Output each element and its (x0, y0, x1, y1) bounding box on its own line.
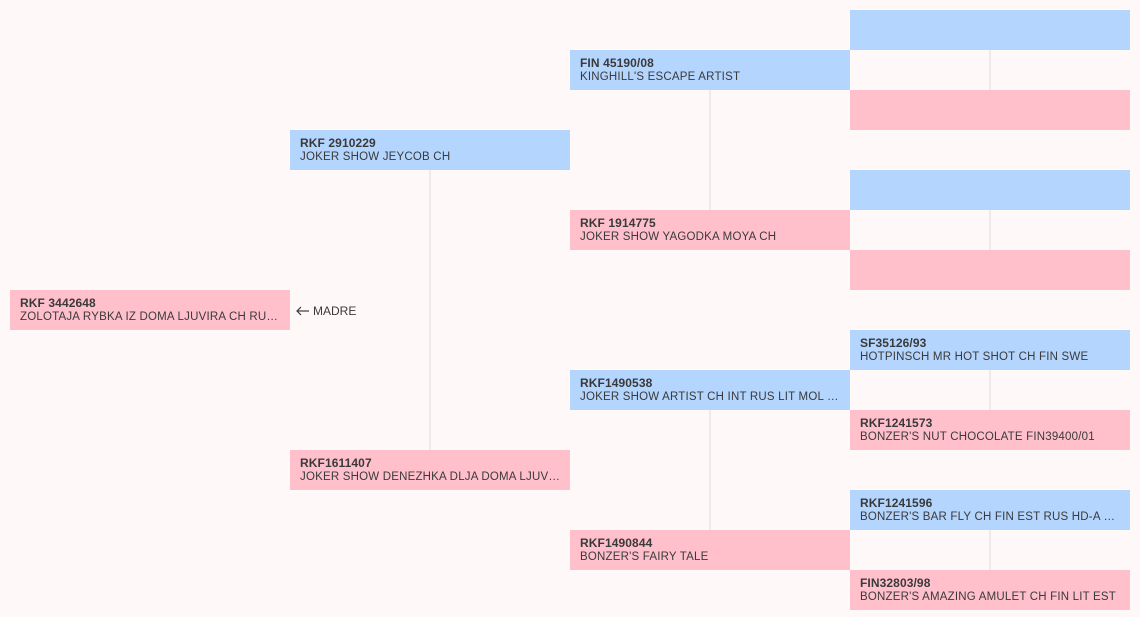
registration-number: SF35126/93 (860, 336, 927, 350)
registration-number: RKF 2910229 (300, 136, 376, 150)
dog-name: BONZER'S FAIRY TALE (580, 551, 709, 563)
role-label-text: MADRE (313, 304, 357, 318)
registration-number: RKF1490538 (580, 376, 653, 390)
dog-name: JOKER SHOW ARTIST CH INT RUS LIT MOL U..… (580, 391, 840, 403)
registration-number: RKF 3442648 (20, 296, 96, 310)
pedigree-node-sds (850, 170, 1130, 210)
role-label: MADRE (296, 304, 356, 318)
pedigree-node-sdd (850, 250, 1130, 290)
dog-name: HOTPINSCH MR HOT SHOT CH FIN SWE (860, 351, 1089, 363)
dog-name: JOKER SHOW DENEZHKA DLJA DOMA LJUVI... (300, 471, 560, 483)
registration-number: RKF1611407 (300, 456, 372, 470)
dog-name: JOKER SHOW YAGODKA MOYA CH (580, 231, 777, 243)
registration-number: RKF 1914775 (580, 216, 656, 230)
pedigree-node-ssd (850, 90, 1130, 130)
registration-number: RKF1490844 (580, 536, 653, 550)
registration-number: RKF1241573 (860, 416, 933, 430)
connector-subject-dam (290, 310, 439, 471)
registration-number: FIN 45190/08 (580, 56, 654, 70)
dog-name: BONZER'S AMAZING AMULET CH FIN LIT EST (860, 591, 1117, 603)
dog-name: BONZER'S NUT CHOCOLATE FIN39400/01 (860, 431, 1095, 443)
dog-name: JOKER SHOW JEYCOB CH (300, 151, 451, 163)
registration-number: FIN32803/98 (860, 576, 931, 590)
dog-name: KINGHILL'S ESCAPE ARTIST (580, 71, 741, 83)
pedigree-node-sss (850, 10, 1130, 50)
dog-name: BONZER'S BAR FLY CH FIN EST RUS HD-A FI.… (860, 511, 1120, 523)
dog-name: ZOLOTAJA RYBKA IZ DOMA LJUVIRA CH RUS... (20, 311, 280, 323)
registration-number: RKF1241596 (860, 496, 933, 510)
arrow-left-icon (296, 306, 309, 316)
connector-subject-sire (290, 149, 439, 310)
